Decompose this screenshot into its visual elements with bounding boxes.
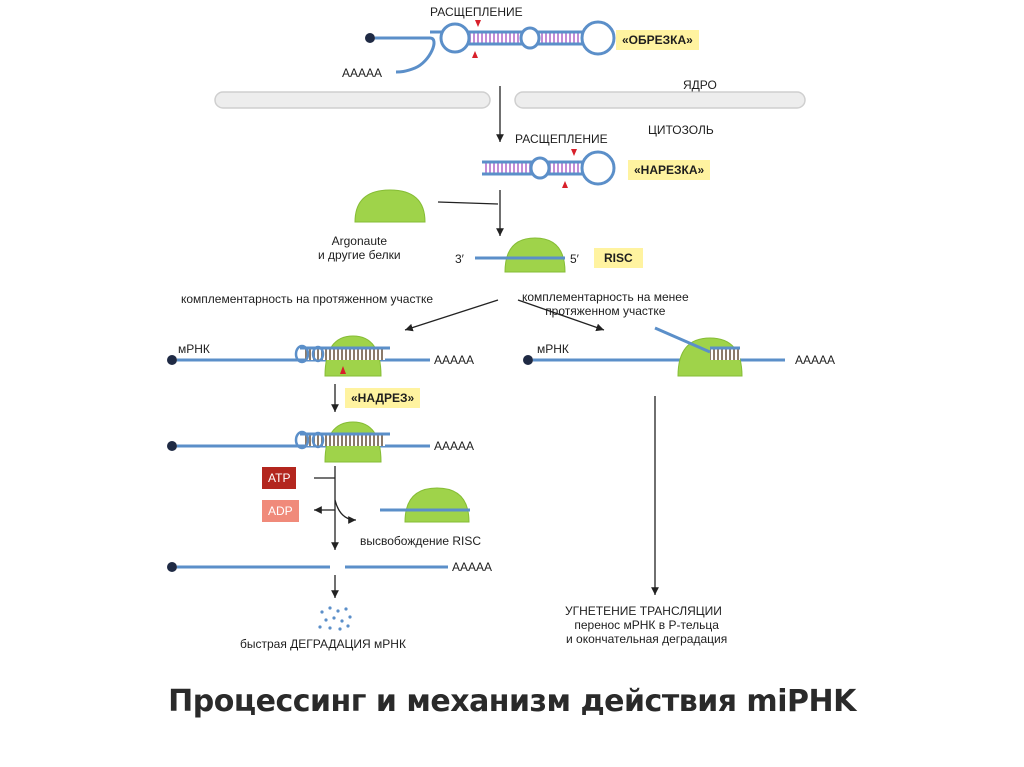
polya-label: AAAAA xyxy=(434,353,475,367)
translation-block-label: УГНЕТЕНИЕ ТРАНСЛЯЦИИ xyxy=(565,604,722,618)
risc-complex xyxy=(504,237,566,273)
cleavage-mark xyxy=(340,366,346,374)
released-risc xyxy=(404,487,470,523)
cleavage-mark xyxy=(472,51,478,58)
cap-dot xyxy=(167,441,177,451)
polya-label: AAAAA xyxy=(342,66,383,80)
cap-dot xyxy=(167,355,177,365)
nuclear-membrane xyxy=(214,91,806,109)
cleavage-label-top: РАСЩЕПЛЕНИЕ xyxy=(430,5,523,19)
left-branch-label: комплементарность на протяженном участке xyxy=(181,292,434,306)
mrna-left-1 xyxy=(167,335,430,377)
cap-dot xyxy=(167,562,177,572)
cap-dot xyxy=(523,355,533,365)
end-3-label: 3′ xyxy=(455,252,464,266)
cleavage-mark xyxy=(571,149,577,156)
pri-mirna-hairpin xyxy=(365,20,616,74)
mrna-right xyxy=(523,326,785,377)
argonaute-label: Argonaute и другие белки xyxy=(318,234,401,262)
argonaute-protein xyxy=(354,189,426,223)
cytosol-label: ЦИТОЗОЛЬ xyxy=(648,123,714,137)
polya-label: AAAAA xyxy=(795,353,836,367)
cutting-badge: «НАРЕЗКА» xyxy=(628,160,711,180)
mrna-right-label: мРНК xyxy=(537,342,569,356)
degradation-fragments xyxy=(318,606,352,631)
incision-badge: «НАДРЕЗ» xyxy=(345,388,421,408)
right-branch-label: комплементарность на менее протяженном у… xyxy=(522,290,689,318)
mrna-left-2 xyxy=(167,421,430,463)
nucleus-label: ЯДРО xyxy=(683,78,717,92)
polya-label: AAAAA xyxy=(452,560,493,574)
trimming-badge: «ОБРЕЗКА» xyxy=(616,30,699,50)
degradation-label: быстрая ДЕГРАДАЦИЯ мРНК xyxy=(240,637,406,651)
atp-badge: ATP xyxy=(262,467,297,489)
end-5-label: 5′ xyxy=(570,252,579,266)
cleavage-mark xyxy=(562,181,568,188)
mrna-left-label: мРНК xyxy=(178,342,210,356)
risc-badge: RISC xyxy=(594,248,643,268)
pbody-transfer-label: перенос мРНК в P-тельца и окончательная … xyxy=(566,618,728,646)
polya-label: AAAAA xyxy=(434,439,475,453)
page-title: Процессинг и механизм действия miPHK xyxy=(168,684,856,719)
cleavage-mark xyxy=(475,20,481,27)
pre-mirna-hairpin xyxy=(482,149,616,188)
mrna-cleaved xyxy=(167,562,448,572)
risc-release-label: высвобождение RISC xyxy=(360,534,482,548)
cap-dot xyxy=(365,33,375,43)
adp-badge: ADP xyxy=(262,500,299,522)
cleavage-label-2: РАСЩЕПЛЕНИЕ xyxy=(515,132,608,146)
